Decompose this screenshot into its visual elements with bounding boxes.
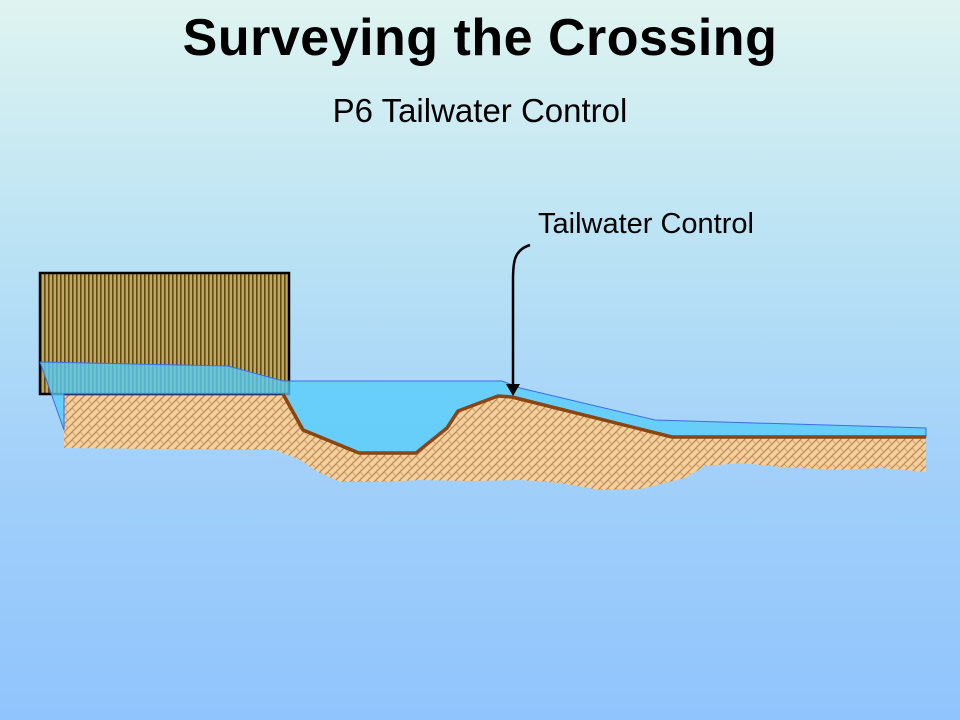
soil-profile: [64, 394, 926, 490]
streambed-line: [281, 393, 926, 455]
callout-arrowhead: [506, 384, 520, 396]
callout-arrow-line: [511, 243, 531, 390]
slide-title: Surveying the Crossing: [182, 9, 778, 67]
tailwater-control-label: Tailwater Control: [538, 208, 754, 240]
slide-subtitle: P6 Tailwater Control: [332, 92, 628, 129]
